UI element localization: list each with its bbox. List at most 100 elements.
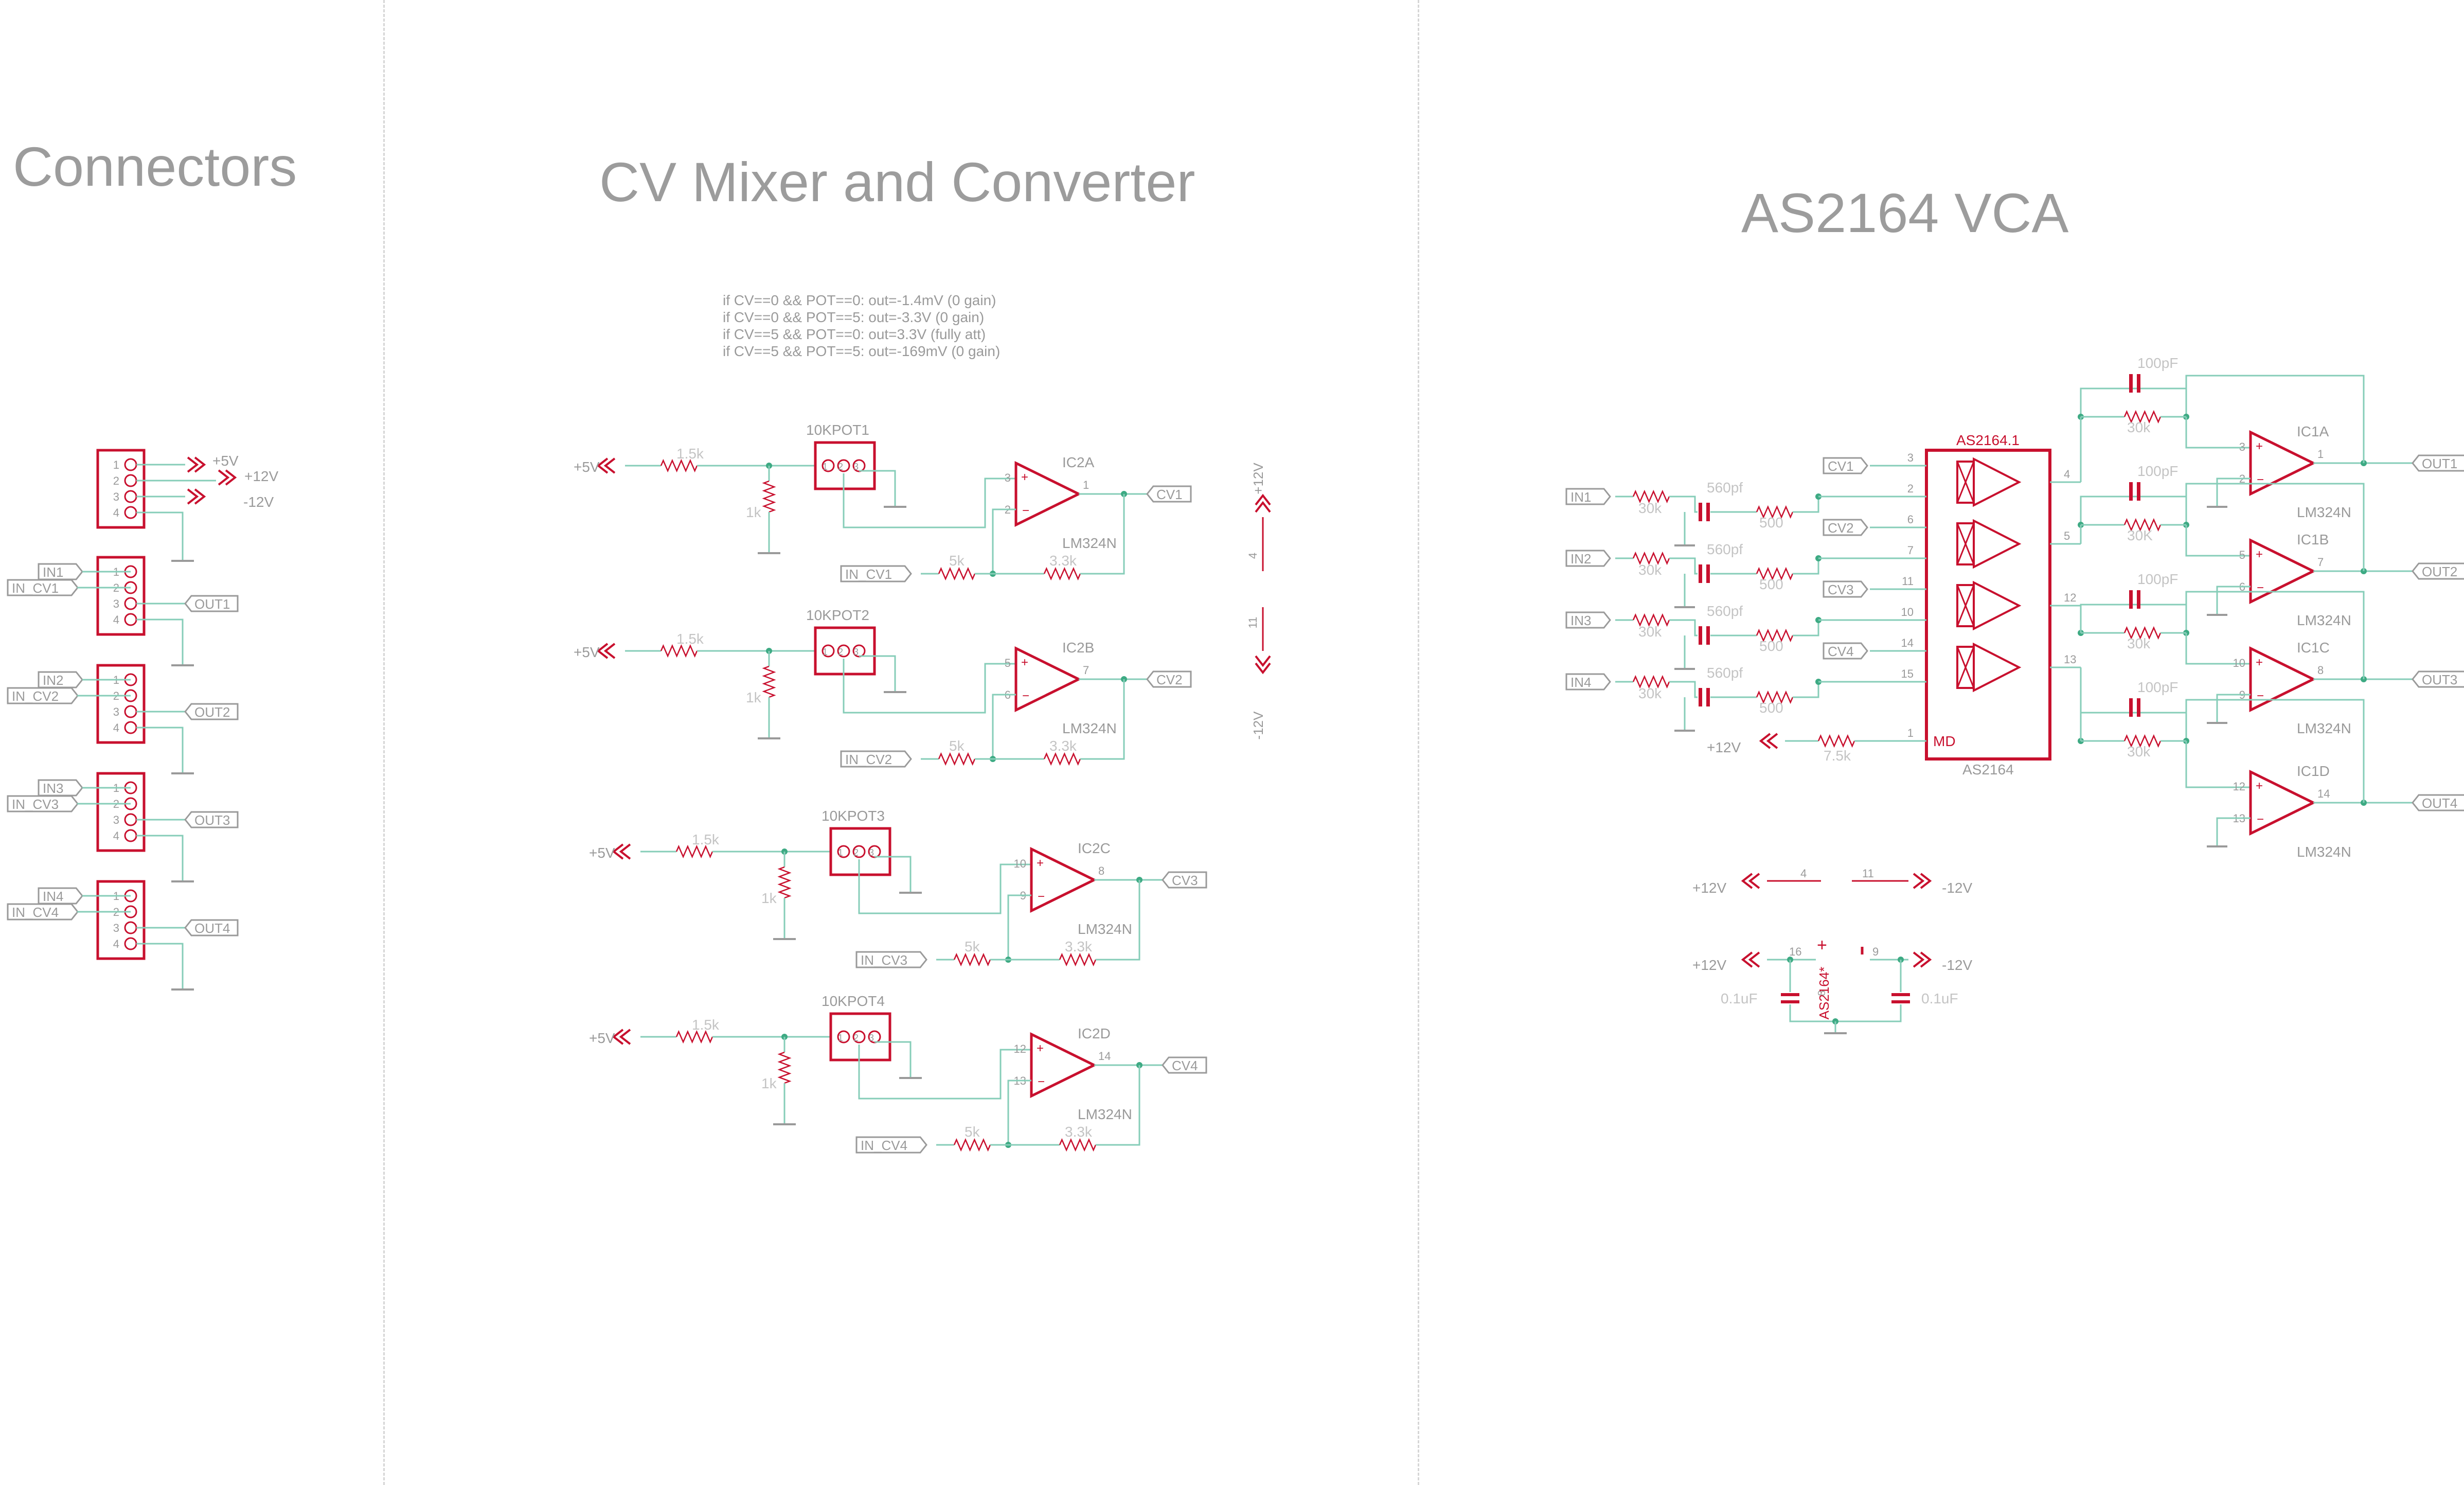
potentiometer-body xyxy=(814,441,876,490)
power-arrow xyxy=(218,469,230,486)
cv-output-port: CV1 xyxy=(1156,487,1183,502)
wire xyxy=(2185,591,2365,679)
power-arrow xyxy=(619,843,631,860)
pin-number: 13 xyxy=(2064,653,2076,666)
note-line: if CV==5 && POT==0: out=3.3V (fully att) xyxy=(723,326,986,342)
power-arrow xyxy=(1913,951,1925,968)
pin-number: 12 xyxy=(1014,1042,1026,1055)
chip-power-label: AS2164* xyxy=(1816,967,1832,1020)
resistor-value: 30k xyxy=(2127,635,2151,651)
pin-number: 4 xyxy=(2064,468,2070,481)
opamp-minus-sign: − xyxy=(1038,890,1045,904)
pin-number: 3 xyxy=(2239,440,2245,453)
resistor xyxy=(1043,567,1081,581)
resistor xyxy=(938,567,976,581)
vca-cell-cross xyxy=(1956,585,1975,627)
wire xyxy=(2080,604,2187,633)
opamp-plus-sign: + xyxy=(1037,856,1044,870)
capacitor-plate xyxy=(1891,1000,1910,1003)
resistor-value: 500 xyxy=(1759,576,1783,592)
wire xyxy=(2185,633,2251,665)
power-arrow xyxy=(612,1029,624,1045)
wire xyxy=(2216,586,2251,615)
resistor-value: 500 xyxy=(1759,638,1783,654)
wire xyxy=(2185,417,2251,449)
pin-number: 3 xyxy=(113,814,119,826)
pin-number: 4 xyxy=(113,938,119,950)
resistor-value: 1.5k xyxy=(676,446,704,462)
vca-cell-amp xyxy=(1973,519,2022,569)
sheet-divider-left xyxy=(383,0,385,1485)
opamp-part: LM324N xyxy=(2297,844,2351,860)
wire xyxy=(843,473,1016,528)
power-arrow xyxy=(187,456,199,473)
vca-output-port: OUT1 xyxy=(2422,456,2457,471)
opamp-triangle xyxy=(2249,646,2316,713)
resistor xyxy=(1632,551,1670,565)
capacitor-plate xyxy=(1891,993,1910,996)
potentiometer-designator: 10KPOT2 xyxy=(806,607,869,623)
pin-number: 7 xyxy=(1083,664,1089,677)
opamp-plus-sign: + xyxy=(1037,1041,1044,1055)
cv-input-port-frame xyxy=(840,750,912,768)
resistor xyxy=(953,952,991,967)
opamp-designator: IC2A xyxy=(1062,454,1095,470)
pin-number: 1 xyxy=(823,462,828,472)
opamp-minus-sign: − xyxy=(1038,1075,1045,1089)
rail-label: +5V xyxy=(589,1030,615,1046)
capacitor-plate xyxy=(2129,374,2133,393)
power-arrow xyxy=(1920,873,1932,889)
input-port-frame xyxy=(38,887,83,905)
resistor xyxy=(675,1030,713,1044)
resistor-value: 1k xyxy=(746,504,762,520)
power-arrow xyxy=(1255,655,1271,667)
vca-input-port-frame xyxy=(1565,611,1611,629)
opamp-plus-sign: + xyxy=(2256,656,2263,669)
opamp-designator: IC2B xyxy=(1062,640,1094,656)
power-arrow xyxy=(194,456,206,473)
capacitor-plate xyxy=(2129,590,2133,609)
opamp-minus-sign: − xyxy=(1022,504,1029,518)
capacitor-value: 100pF xyxy=(2137,571,2178,587)
cv-input-port: IN_CV1 xyxy=(12,580,59,596)
power-arrow xyxy=(596,457,609,474)
vca-cv-port: CV4 xyxy=(1828,644,1854,659)
vca-input-port-frame xyxy=(1565,550,1611,567)
vca-cv-port-frame xyxy=(1823,642,1868,660)
output-port: OUT1 xyxy=(194,596,230,612)
vca-cell-cross xyxy=(1956,461,1975,503)
capacitor-value: 100pF xyxy=(2137,355,2178,371)
output-port: OUT3 xyxy=(194,812,230,828)
vca-cv-port: CV3 xyxy=(1828,582,1854,597)
vca-cell-cross xyxy=(1956,523,1975,565)
wire xyxy=(136,618,184,645)
design-notes: if CV==0 && POT==0: out=-1.4mV (0 gain) … xyxy=(723,292,1000,360)
connector-pin xyxy=(124,458,137,471)
resistor-value: 3.3k xyxy=(1049,738,1077,754)
pin-number: 11 xyxy=(1902,575,1914,588)
power-arrow xyxy=(1741,873,1753,889)
vca-cell-cross xyxy=(1956,646,1975,688)
wire xyxy=(992,694,1016,759)
rail-label: -12V xyxy=(1942,880,1972,896)
opamp-minus-sign: − xyxy=(1022,689,1029,703)
opamp-minus-sign: − xyxy=(2257,689,2264,703)
opamp-part: LM324N xyxy=(1078,921,1132,937)
cv-input-port-frame xyxy=(7,795,79,812)
pin-number: 4 xyxy=(1800,867,1807,880)
capacitor-plate xyxy=(2129,482,2133,501)
wire xyxy=(1793,682,1819,698)
chip-body xyxy=(1925,449,2051,761)
chip-part: AS2164 xyxy=(1962,762,2014,777)
rail-label: +12V xyxy=(1251,463,1266,494)
pin-number: 15 xyxy=(1901,667,1914,680)
opamp-triangle xyxy=(1014,461,1082,527)
resistor xyxy=(1756,690,1794,704)
opamp-triangle xyxy=(1030,1032,1097,1099)
input-port: IN2 xyxy=(43,673,63,688)
vca-output-port: OUT4 xyxy=(2422,795,2457,811)
cv-input-port: IN_CV3 xyxy=(12,797,59,812)
